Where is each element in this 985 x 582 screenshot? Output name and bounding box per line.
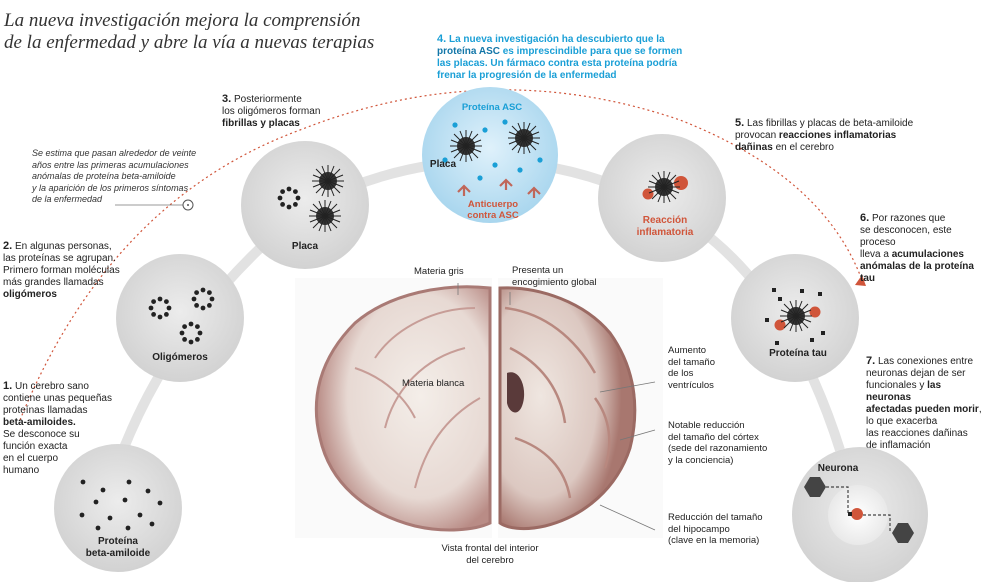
antibody-icon [457, 178, 541, 198]
circle-neurona [792, 447, 928, 582]
label-materia-blanca: Materia blanca [402, 378, 465, 389]
enlarged-ventricle [507, 372, 525, 413]
label-proteina-asc: Proteína ASC [461, 102, 523, 113]
circle-reaccion-inflamatoria [598, 134, 726, 262]
time-note: Se estima que pasan alrededor de veinte … [32, 148, 197, 204]
label-anticuerpo: Anticuerpo contra ASC [467, 199, 519, 221]
label-proteina-tau: Proteína tau [769, 348, 827, 359]
label-hipocampo: Reducción del tamaño del hipocampo (clav… [668, 512, 763, 546]
step-7-text: 7. Las conexiones entre neuronas dejan d… [866, 355, 982, 451]
step-5-text: 5. Las fibrillas y placas de beta-amiloi… [735, 117, 914, 153]
circle-oligomeros [116, 254, 244, 382]
step-6-text: 6. Por razones que se desconocen, este p… [860, 212, 974, 284]
brain-caption: Vista frontal del interior del cerebro [441, 543, 539, 566]
label-materia-gris: Materia gris [414, 266, 464, 277]
label-cortex: Notable reducción del tamaño del córtex … [668, 420, 768, 466]
circle-proteina-asc [422, 87, 558, 223]
label-encogimiento: Presenta un encogimiento global [512, 265, 597, 288]
circle-placa [241, 141, 369, 269]
label-oligomeros: Oligómeros [152, 352, 208, 363]
inflammation-cell-icon [851, 508, 863, 520]
brain-illustration [314, 278, 637, 538]
neuron-node-icon [892, 523, 914, 543]
title-line-1: La nueva investigación mejora la compren… [4, 10, 361, 31]
step-3-text: 3. Posteriormente los oligómeros forman … [222, 93, 321, 129]
arrow-head-icon [855, 275, 866, 286]
step-2-text: 2. En algunas personas, las proteínas se… [3, 240, 120, 300]
label-reaccion-inflamatoria: Reacción inflamatoria [636, 215, 694, 238]
page-title: La nueva investigación mejora la compren… [4, 10, 384, 54]
inflammation-cell-icon [774, 319, 786, 331]
circle-beta-amiloide [54, 444, 182, 572]
beta-amiloide-dots-icon [79, 479, 163, 531]
tau-protein-squares-icon [765, 288, 825, 345]
label-asc-placa: Placa [429, 159, 457, 170]
inflammation-cell-icon [642, 188, 654, 200]
neuron-node-icon [804, 477, 826, 497]
diseased-brain-half [498, 286, 637, 531]
inflammation-cell-icon [809, 306, 821, 318]
label-beta-amiloide: Proteína beta-amiloide [85, 536, 151, 559]
label-placa: Placa [291, 241, 319, 252]
step-4-text: 4. La nueva investigación ha descubierto… [437, 33, 683, 81]
brain-photo [295, 278, 663, 538]
circle-proteina-tau [731, 254, 859, 382]
step-1-text: 1. Un cerebro sano contiene unas pequeña… [3, 380, 112, 476]
title-line-2: de la enfermedad y abre la vía a nuevas … [4, 32, 375, 53]
healthy-brain-half [314, 285, 492, 532]
label-neurona: Neurona [817, 463, 859, 474]
label-ventriculos: Aumento del tamaño de los ventrículos [668, 345, 716, 391]
asc-protein-dots-icon [442, 119, 543, 181]
